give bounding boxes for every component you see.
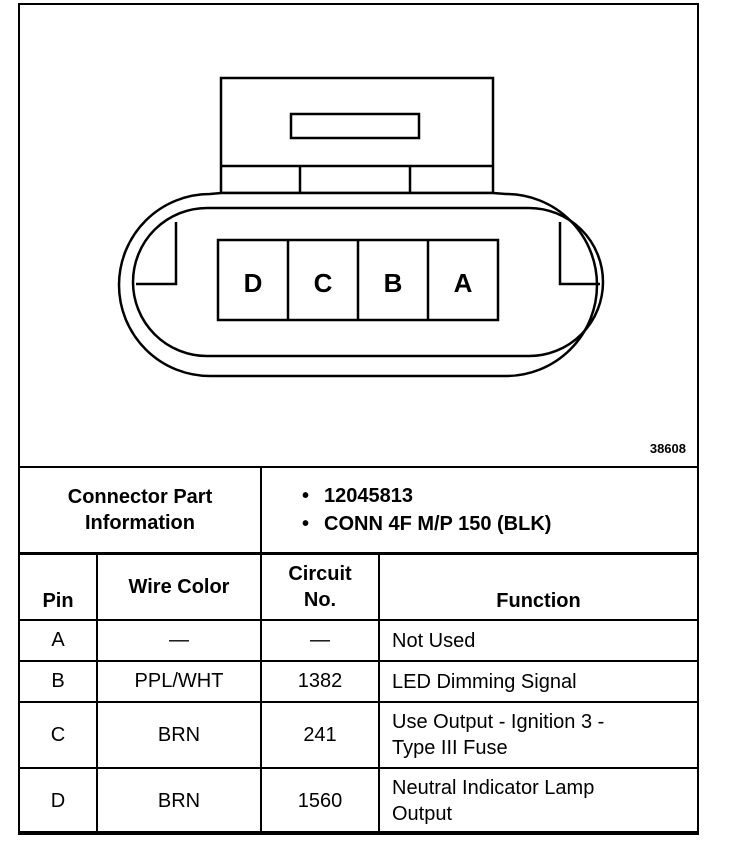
- wire-color-cell: BRN: [96, 767, 262, 835]
- part-info-label-line2: Information: [85, 512, 195, 534]
- pin-table: Pin Wire Color Circuit No. Function A — …: [18, 553, 699, 835]
- connector-rib-right: [558, 222, 600, 286]
- connector-diagram: D C B A: [117, 76, 605, 378]
- wire-color-cell: PPL/WHT: [96, 660, 262, 703]
- bullet-icon: •: [302, 485, 310, 507]
- header-pin: Pin: [18, 553, 98, 621]
- pin-cell: B: [18, 660, 98, 703]
- wire-color-cell: BRN: [96, 701, 262, 769]
- part-info-label: Connector Part Information: [18, 466, 262, 554]
- connector-inner-shell: [131, 206, 605, 358]
- circuit-cell: —: [260, 619, 380, 662]
- pin-cell: C: [18, 701, 98, 769]
- function-line1: Use Output - Ignition 3 -: [392, 711, 605, 733]
- function-cell: Neutral Indicator Lamp Output: [378, 767, 699, 835]
- header-circuit-line1: Circuit: [288, 563, 352, 585]
- table-row: B PPL/WHT 1382 LED Dimming Signal: [18, 660, 699, 703]
- part-number-item: • 12045813: [302, 482, 696, 510]
- table-row: D BRN 1560 Neutral Indicator Lamp Output: [18, 767, 699, 835]
- cavity-label-c: C: [314, 268, 333, 298]
- function-cell: Use Output - Ignition 3 - Type III Fuse: [378, 701, 699, 769]
- header-circuit-line2: No.: [303, 589, 337, 611]
- table-row: C BRN 241 Use Output - Ignition 3 - Type…: [18, 701, 699, 769]
- cavity-label-a: A: [454, 268, 473, 298]
- function-line2: Type III Fuse: [392, 737, 508, 759]
- header-circuit-no: Circuit No.: [260, 553, 380, 621]
- connector-description: CONN 4F M/P 150 (BLK): [324, 513, 552, 535]
- part-info-label-line1: Connector Part: [67, 486, 213, 508]
- part-number: 12045813: [324, 485, 413, 507]
- circuit-cell: 241: [260, 701, 380, 769]
- function-line2: Output: [392, 803, 453, 825]
- header-function: Function: [378, 553, 699, 621]
- function-line1: LED Dimming Signal: [392, 670, 577, 693]
- cavity-label-b: B: [384, 268, 403, 298]
- function-line1: Neutral Indicator Lamp: [392, 777, 595, 799]
- bullet-icon: •: [302, 513, 310, 535]
- connector-latch-housing: [219, 76, 495, 195]
- circuit-cell: 1560: [260, 767, 380, 835]
- function-line1: Not Used: [392, 629, 476, 652]
- figure-number: 38608: [649, 441, 686, 456]
- table-row: A — — Not Used: [18, 619, 699, 662]
- wire-color-cell: —: [96, 619, 262, 662]
- pin-table-header: Pin Wire Color Circuit No. Function: [18, 553, 699, 621]
- circuit-cell: 1382: [260, 660, 380, 703]
- pin-cell: D: [18, 767, 98, 835]
- part-info-values: • 12045813 • CONN 4F M/P 150 (BLK): [260, 466, 699, 554]
- pin-cell: A: [18, 619, 98, 662]
- function-cell: LED Dimming Signal: [378, 660, 699, 703]
- connector-part-info: Connector Part Information • 12045813 • CO…: [18, 466, 699, 554]
- connector-description-item: • CONN 4F M/P 150 (BLK): [302, 510, 696, 538]
- cavity-label-d: D: [244, 268, 263, 298]
- connector-rib-left: [136, 222, 178, 286]
- function-cell: Not Used: [378, 619, 699, 662]
- header-wire-color: Wire Color: [96, 553, 262, 621]
- connector-latch-slot: [289, 112, 421, 140]
